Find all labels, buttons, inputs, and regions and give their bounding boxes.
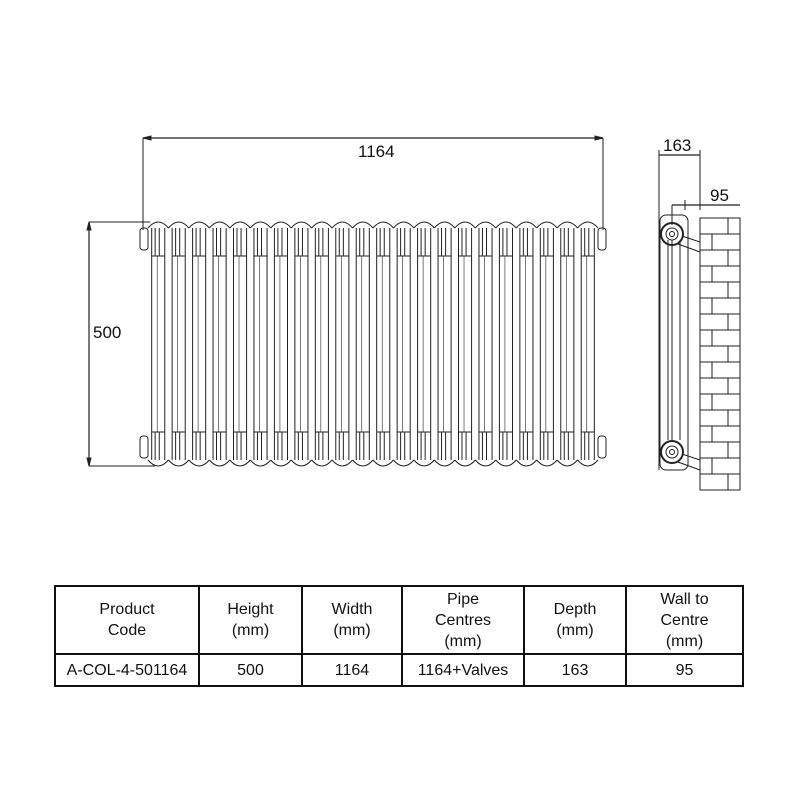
wall-to-centre-dimension-label: 95 bbox=[710, 186, 729, 205]
wall-section bbox=[699, 217, 741, 491]
header-depth: Depth(mm) bbox=[523, 585, 627, 655]
right-bottom-valve bbox=[597, 435, 607, 459]
height-dimension-line bbox=[86, 221, 155, 467]
header-height: Height(mm) bbox=[198, 585, 303, 655]
depth-dimension-label: 163 bbox=[663, 136, 692, 155]
cell-height: 500 bbox=[198, 653, 303, 687]
cell-width: 1164 bbox=[301, 653, 403, 687]
brick-wall bbox=[700, 218, 740, 490]
front-view bbox=[86, 135, 607, 467]
technical-drawing: 1164 500 163 95 bbox=[86, 135, 741, 491]
left-top-valve bbox=[139, 227, 149, 251]
radiator-columns bbox=[147, 221, 599, 467]
cell-depth: 163 bbox=[523, 653, 627, 687]
radiator-drawing-svg bbox=[86, 135, 741, 491]
right-top-valve bbox=[597, 227, 607, 251]
width-dimension-line bbox=[142, 135, 604, 230]
cell-product-code: A-COL-4-501164 bbox=[54, 653, 200, 687]
cell-wall-to-centre: 95 bbox=[625, 653, 744, 687]
header-width: Width(mm) bbox=[301, 585, 403, 655]
width-dimension-label: 1164 bbox=[358, 142, 395, 161]
height-dimension-label: 500 bbox=[93, 323, 122, 342]
side-view bbox=[658, 150, 741, 491]
table-row: A-COL-4-501164 500 1164 1164+Valves 163 … bbox=[54, 653, 744, 687]
left-bottom-valve bbox=[139, 435, 149, 459]
cell-pipe-centres: 1164+Valves bbox=[401, 653, 525, 687]
